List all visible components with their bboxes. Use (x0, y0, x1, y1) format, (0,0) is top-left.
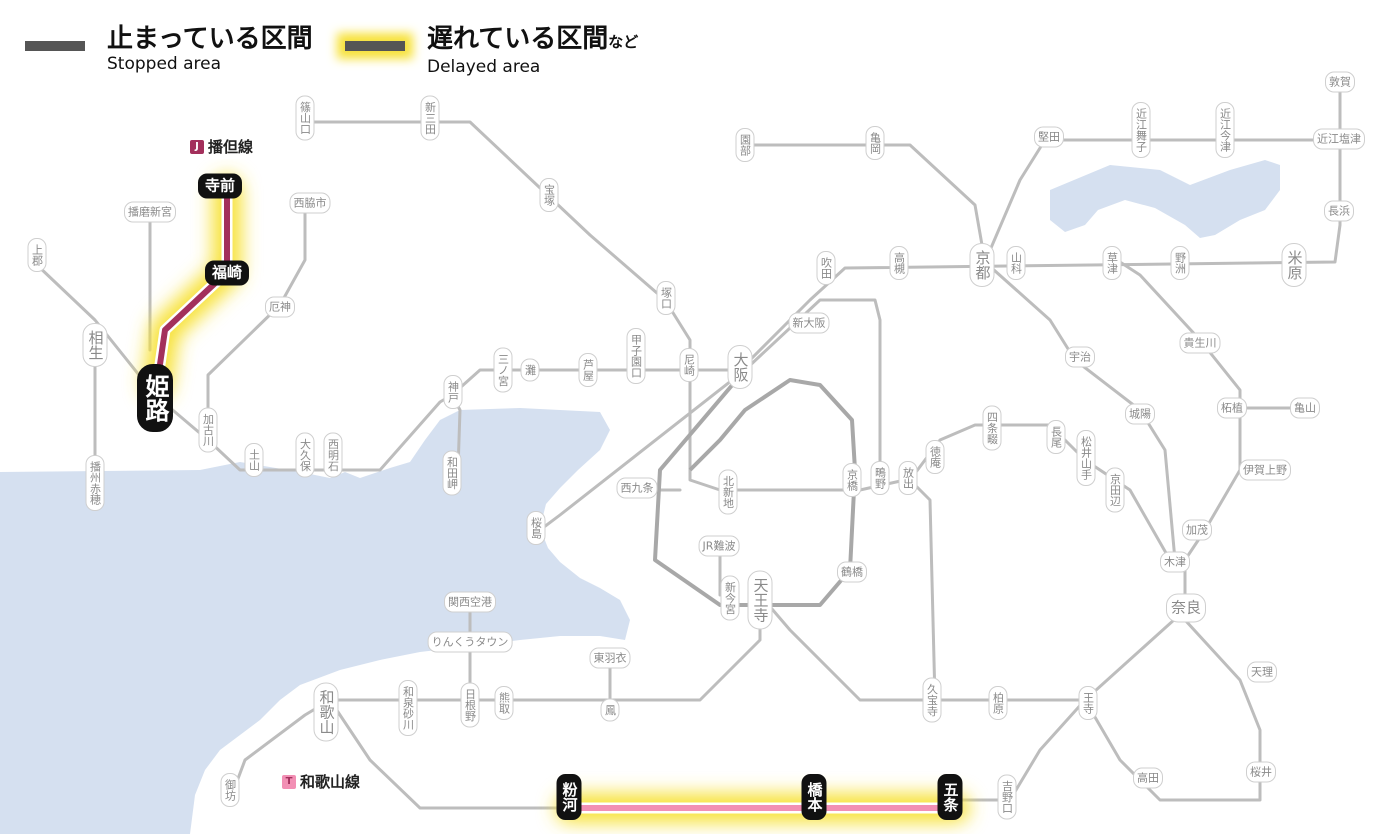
legend-stopped-en: Stopped area (107, 54, 222, 74)
bantan-line-badge: J (190, 139, 204, 154)
bantan-line-name: 播但線 (208, 138, 254, 156)
delayed-line-segments (151, 184, 961, 814)
wakayama-line-name: 和歌山線 (300, 773, 361, 791)
legend-delayed-suffix: など (608, 33, 639, 51)
legend-stopped-jp: 止まっている区間 (107, 24, 313, 54)
bantan-line-label: J 播但線 (186, 134, 258, 159)
sea-area (0, 160, 1280, 834)
osaka-loop-line (653, 368, 857, 607)
delayed-swatch (345, 41, 405, 51)
wakayama-line-badge: T (282, 774, 296, 789)
legend-delayed-en: Delayed area (427, 57, 541, 77)
stopped-swatch (25, 41, 85, 51)
legend-delayed-jp: 遅れている区間 (427, 24, 609, 54)
wakayama-line-label: T 和歌山線 (278, 769, 365, 794)
